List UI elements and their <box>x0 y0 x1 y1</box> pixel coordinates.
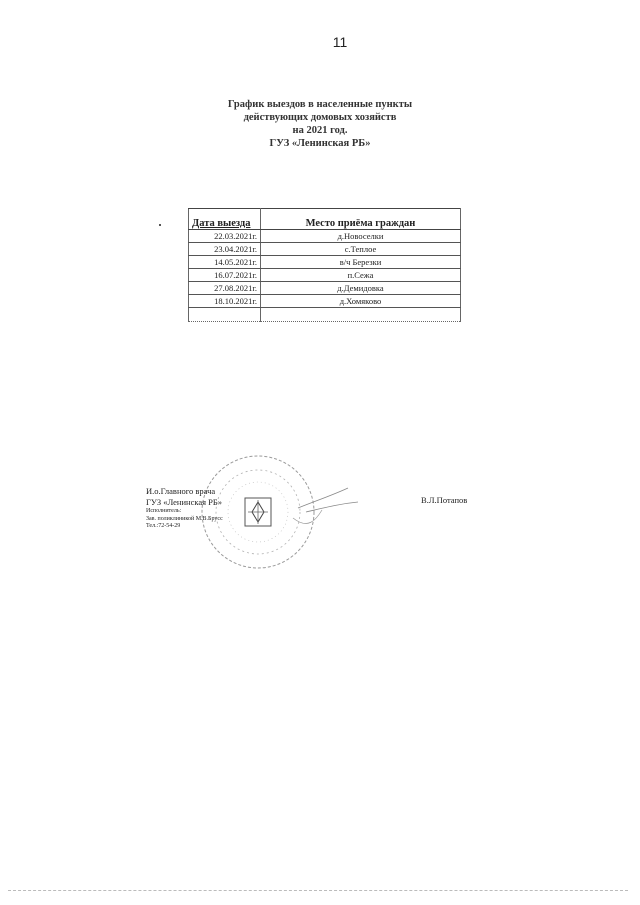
row-place: д.Хомяково <box>260 294 461 308</box>
signatory-name: В.Л.Потапов <box>421 495 468 505</box>
margin-mark <box>159 224 161 226</box>
title-line: ГУЗ «Ленинская РБ» <box>269 138 371 149</box>
header-place: Место приёма граждан <box>260 208 461 230</box>
executor-name: Зав. поликлиникой М.В.Брусс <box>146 515 223 522</box>
row-date: 18.10.2021г. <box>188 294 261 308</box>
row-date: 27.08.2021г. <box>188 281 261 295</box>
header-date: Дата выезда <box>188 208 261 230</box>
title-line: действующих домовых хозяйств <box>243 112 397 123</box>
table-row: 14.05.2021г. в/ч Березки <box>188 255 461 269</box>
row-place: д.Демидовка <box>260 281 461 295</box>
stamp-seal-icon <box>201 455 359 569</box>
row-place: д.Новоселки <box>260 229 461 243</box>
title-line: График выездов в населенные пункты <box>227 99 413 110</box>
table-row: 18.10.2021г. д.Хомяково <box>188 294 461 308</box>
signature-block: И.о.Главного врача ГУЗ «Ленинская РБ» Ис… <box>146 486 223 531</box>
row-date: 23.04.2021г. <box>188 242 261 256</box>
document-title: График выездов в населенные пункты дейст… <box>150 98 490 150</box>
empty-cell <box>260 307 461 322</box>
schedule-table: Дата выезда Место приёма граждан 22.03.2… <box>188 208 461 322</box>
row-date: 22.03.2021г. <box>188 229 261 243</box>
signer-position: И.о.Главного врача <box>146 486 216 496</box>
table-header-row: Дата выезда Место приёма граждан <box>188 208 461 230</box>
table-row: 22.03.2021г. д.Новоселки <box>188 229 461 243</box>
row-place: п.Сежа <box>260 268 461 282</box>
row-place: в/ч Березки <box>260 255 461 269</box>
executor-label: Исполнитель: <box>146 508 182 514</box>
page-number: 11 <box>332 34 348 50</box>
row-place: с.Теплое <box>260 242 461 256</box>
table-row-empty <box>188 307 461 322</box>
empty-cell <box>188 307 261 322</box>
row-date: 14.05.2021г. <box>188 255 261 269</box>
executor-phone: Тел.:72-54-29 <box>146 523 181 529</box>
table-row: 23.04.2021г. с.Теплое <box>188 242 461 256</box>
table-row: 16.07.2021г. п.Сежа <box>188 268 461 282</box>
row-date: 16.07.2021г. <box>188 268 261 282</box>
table-row: 27.08.2021г. д.Демидовка <box>188 281 461 295</box>
title-line: на 2021 год. <box>292 125 348 136</box>
bottom-divider <box>8 890 628 891</box>
signer-organization: ГУЗ «Ленинская РБ» <box>146 497 223 507</box>
